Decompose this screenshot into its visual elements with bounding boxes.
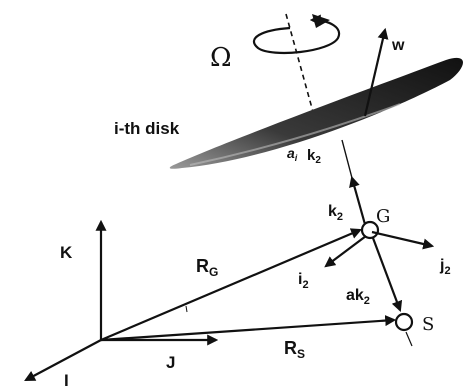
disk-label: i-th disk [114,119,180,138]
I-label: I [64,371,69,390]
I-axis [24,339,102,382]
a-i-label: ai [287,145,298,163]
S-label: S [422,314,434,335]
j2-label: j2 [439,257,451,277]
RG-vector [100,228,363,342]
w-label: w [391,37,405,54]
omega-arrow-head [312,14,330,28]
ak2-arrow [371,237,403,313]
RS-vector [100,315,397,342]
w-arrow [363,27,389,117]
k2-axis-line [341,139,353,179]
point-S [394,312,414,332]
disk-k2-label: k2 [307,147,321,166]
disk-highlight [189,103,401,166]
disk [169,57,463,169]
omega-label: Ω [210,43,232,73]
RG-label: RG [196,256,218,279]
K-label: K [60,243,73,262]
G-label: G [376,206,390,227]
J-label: J [166,353,175,372]
s-tick [405,331,413,347]
ak2-label: ak2 [346,287,370,307]
k2-label: k2 [328,203,343,223]
RS-label: RS [284,338,305,361]
omega-rotation-arrow [252,14,341,54]
i2-label: i2 [298,271,309,291]
k2-arrow [349,175,368,229]
i2-arrow [324,235,367,268]
RG-tick [185,305,188,313]
j2-arrow [371,230,435,250]
